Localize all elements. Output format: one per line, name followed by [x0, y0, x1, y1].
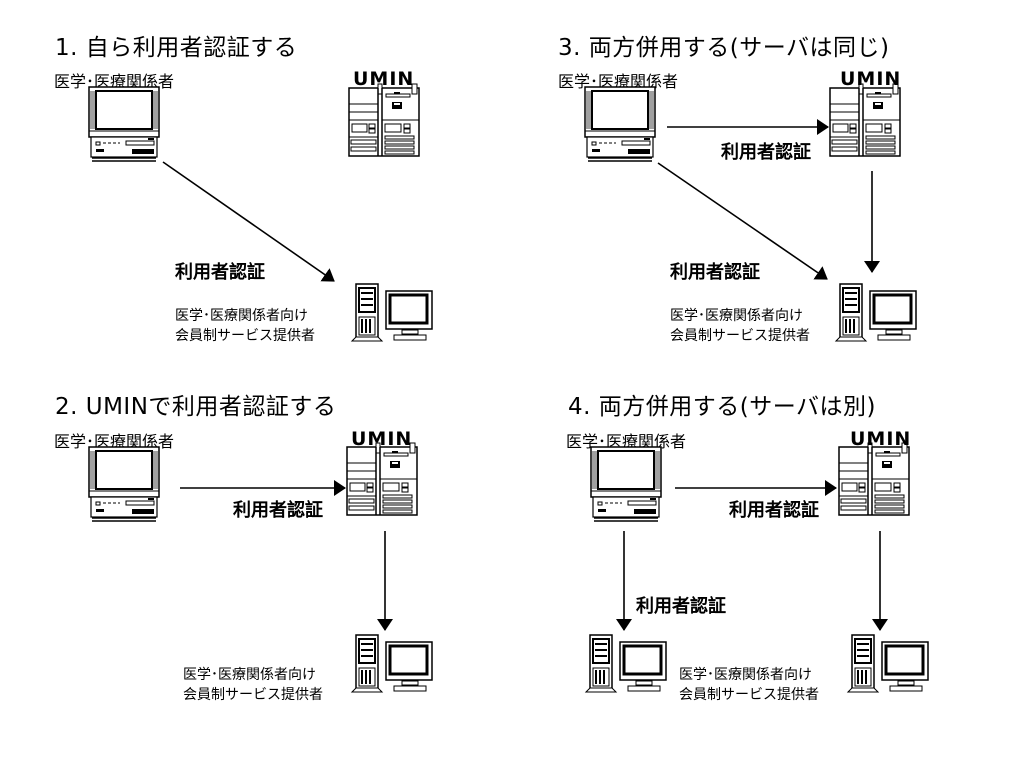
provider-label: 医学･医療関係者向け 会員制サービス提供者 — [183, 665, 323, 705]
provider-server-icon — [350, 634, 434, 694]
quadrant-title: 1. 自ら利用者認証する — [55, 35, 298, 61]
provider-server-icon — [350, 283, 434, 343]
provider-label: 医学･医療関係者向け 会員制サービス提供者 — [670, 306, 810, 346]
provider-label: 医学･医療関係者向け 会員制サービス提供者 — [679, 665, 819, 705]
quadrant-title: 3. 両方併用する(サーバは同じ) — [558, 35, 890, 61]
server-rack-icon — [348, 82, 420, 158]
server-rack-icon — [346, 441, 418, 517]
umin-label: UMIN — [850, 428, 912, 450]
auth-label: 利用者認証 — [670, 262, 760, 283]
server-rack-icon — [838, 441, 910, 517]
provider-label-line1: 医学･医療関係者向け — [670, 308, 803, 324]
auth-label: 利用者認証 — [729, 500, 819, 521]
auth-label: 利用者認証 — [721, 142, 811, 163]
provider-label-line2: 会員制サービス提供者 — [183, 687, 323, 703]
provider-label: 医学･医療関係者向け 会員制サービス提供者 — [175, 306, 315, 346]
provider-label-line2: 会員制サービス提供者 — [175, 328, 315, 344]
provider-server-icon — [834, 283, 918, 343]
auth-label: 利用者認証 — [636, 596, 726, 617]
quadrant-title: 4. 両方併用する(サーバは別) — [568, 394, 876, 420]
provider-label-line1: 医学･医療関係者向け — [175, 308, 308, 324]
desktop-computer-icon — [88, 86, 160, 164]
desktop-computer-icon — [88, 446, 160, 524]
umin-label: UMIN — [353, 68, 415, 90]
provider-label-line2: 会員制サービス提供者 — [679, 687, 819, 703]
quadrant-title: 2. UMINで利用者認証する — [55, 394, 337, 420]
server-rack-icon — [829, 82, 901, 158]
provider-server-icon — [846, 634, 930, 694]
desktop-computer-icon — [590, 446, 662, 524]
provider-server-icon — [584, 634, 668, 694]
provider-label-line1: 医学･医療関係者向け — [183, 667, 316, 683]
umin-label: UMIN — [351, 428, 413, 450]
desktop-computer-icon — [584, 86, 656, 164]
auth-label: 利用者認証 — [233, 500, 323, 521]
umin-label: UMIN — [840, 68, 902, 90]
provider-label-line2: 会員制サービス提供者 — [670, 328, 810, 344]
provider-label-line1: 医学･医療関係者向け — [679, 667, 812, 683]
auth-label: 利用者認証 — [175, 262, 265, 283]
